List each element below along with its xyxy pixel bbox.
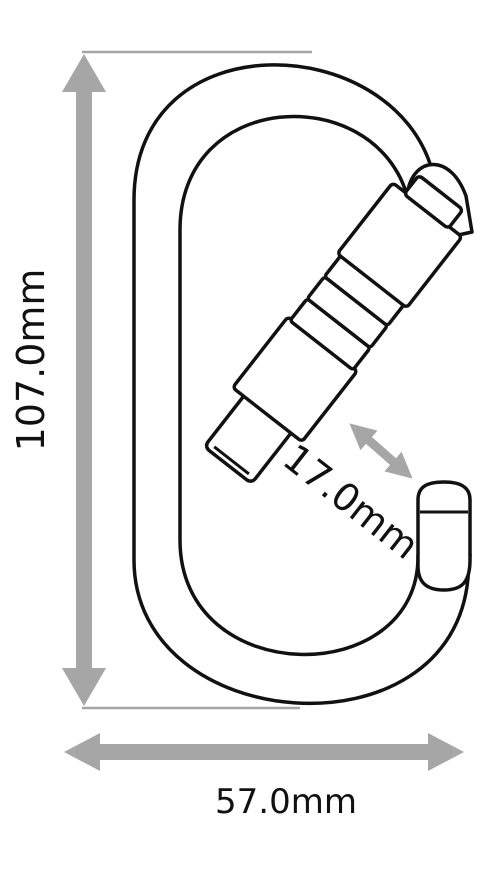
width-dimension-arrow xyxy=(64,733,464,771)
carabiner-nose xyxy=(416,480,472,592)
height-dimension-label: 107.0mm xyxy=(9,269,53,452)
sleeve-cap xyxy=(403,175,464,229)
gate-opening-dimension-arrow xyxy=(349,423,413,479)
gate-opening-dimension-label: 17.0mm xyxy=(275,436,427,568)
dimension-extension-lines xyxy=(82,50,312,710)
locking-sleeve xyxy=(204,175,464,483)
height-dimension-arrow xyxy=(62,54,106,706)
width-dimension-label: 57.0mm xyxy=(215,782,357,822)
carabiner-outer-outline xyxy=(132,63,472,706)
carabiner-inner-outline xyxy=(178,114,420,657)
